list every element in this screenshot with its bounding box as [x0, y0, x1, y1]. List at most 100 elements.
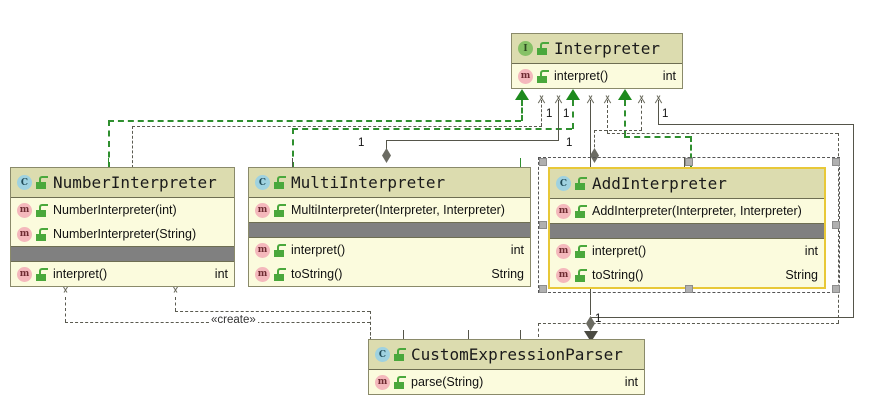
create-dep2-stem: [175, 297, 176, 311]
member-name: MultiInterpreter(Interpreter, Interprete…: [291, 203, 505, 217]
method-icon: m: [375, 374, 390, 390]
member-row[interactable]: m interpret() int: [11, 262, 234, 286]
assoc4-arrowhead: [602, 90, 613, 101]
create-dep2-arrowhead: [170, 287, 181, 298]
class-box-custom-expression-parser[interactable]: C CustomExpressionParser m parse(String)…: [368, 339, 645, 395]
public-lock-icon: [273, 203, 286, 217]
method-icon: m: [556, 203, 571, 219]
constructors-section-multi-interpreter: m MultiInterpreter(Interpreter, Interpre…: [249, 198, 530, 222]
member-row[interactable]: m NumberInterpreter(int): [11, 198, 234, 222]
assoc2-horizontal: [386, 140, 559, 141]
class-icon: C: [556, 176, 571, 191]
public-lock-icon: [273, 176, 286, 189]
class-icon: C: [375, 347, 390, 362]
class-name-interpreter: Interpreter: [554, 39, 660, 58]
member-return-type: int: [662, 69, 676, 83]
methods-section-add-interpreter: m interpret() int m toString() String: [550, 239, 824, 287]
realization-arrowhead-multi: [566, 89, 580, 100]
class-icon: C: [255, 175, 270, 190]
class-box-add-interpreter[interactable]: C AddInterpreter m AddInterpreter(Interp…: [548, 167, 826, 289]
methods-section-number-interpreter: m interpret() int: [11, 262, 234, 286]
assoc6-horizontal: [594, 130, 642, 131]
member-row[interactable]: m interpret() int: [550, 239, 824, 263]
member-name: NumberInterpreter(String): [53, 227, 197, 241]
member-return-type: String: [785, 268, 818, 282]
member-row[interactable]: m interpret() int: [512, 64, 682, 88]
method-icon: m: [255, 202, 270, 218]
assoc6-multiplicity: 1: [566, 137, 573, 149]
member-row[interactable]: m MultiInterpreter(Interpreter, Interpre…: [249, 198, 530, 222]
method-icon: m: [518, 68, 533, 84]
public-lock-icon: [574, 177, 587, 190]
method-icon: m: [255, 242, 270, 258]
assoc3-arrowhead: [585, 90, 596, 101]
public-lock-icon: [35, 203, 48, 217]
class-box-number-interpreter[interactable]: C NumberInterpreter m NumberInterpreter(…: [10, 167, 235, 287]
class-header-multi-interpreter: C MultiInterpreter: [249, 168, 530, 198]
constructors-section-number-interpreter: m NumberInterpreter(int) m NumberInterpr…: [11, 198, 234, 246]
section-separator-bar: [11, 246, 234, 262]
member-return-type: int: [804, 244, 818, 258]
public-lock-icon: [35, 227, 48, 241]
assoc2-riser: [558, 100, 559, 140]
member-name: interpret(): [53, 267, 108, 281]
method-icon: m: [17, 202, 32, 218]
method-icon: m: [556, 267, 571, 283]
member-row[interactable]: m interpret() int: [249, 238, 530, 262]
class-name-multi-interpreter: MultiInterpreter: [291, 173, 446, 192]
class-header-custom-expression-parser: C CustomExpressionParser: [369, 340, 644, 370]
class-header-interpreter: I Interpreter: [512, 34, 682, 64]
section-separator-bar: [550, 223, 824, 239]
parser-top-arrowhead: [584, 331, 598, 342]
assoc4-tail: [538, 323, 839, 324]
assoc2-arrowhead: [553, 90, 564, 101]
selection-handle-middle-right[interactable]: [832, 221, 840, 229]
realization-multi-vertical: [292, 128, 294, 168]
public-lock-icon: [574, 268, 587, 282]
assoc5-horizontal: [658, 124, 853, 125]
selection-handle-top-left[interactable]: [539, 158, 547, 166]
public-lock-icon: [35, 176, 48, 189]
assoc1-arrowhead: [536, 90, 547, 101]
create-dep2-riser: [370, 311, 371, 341]
member-row[interactable]: m AddInterpreter(Interpreter, Interprete…: [550, 199, 824, 223]
number-stub-1: [108, 158, 109, 168]
selection-handle-middle-left[interactable]: [539, 221, 547, 229]
interface-icon: I: [518, 41, 533, 56]
member-row[interactable]: m parse(String) int: [369, 370, 644, 394]
realization-number-horizontal: [108, 120, 521, 122]
assoc6-arrowhead: [636, 90, 647, 101]
member-row[interactable]: m toString() String: [550, 263, 824, 287]
assoc-extra-multiplicity-a: 1: [563, 108, 570, 120]
member-return-type: String: [491, 267, 524, 281]
assoc5-arrowhead: [653, 90, 664, 101]
public-lock-icon: [273, 243, 286, 257]
selection-handle-bottom-left[interactable]: [539, 285, 547, 293]
class-box-interpreter[interactable]: I Interpreter m interpret() int: [511, 33, 683, 89]
class-name-add-interpreter: AddInterpreter: [592, 174, 727, 193]
selection-handle-bottom-center[interactable]: [685, 285, 693, 293]
class-name-number-interpreter: NumberInterpreter: [53, 173, 217, 192]
class-box-multi-interpreter[interactable]: C MultiInterpreter m MultiInterpreter(In…: [248, 167, 531, 287]
class-icon: C: [17, 175, 32, 190]
public-lock-icon: [574, 204, 587, 218]
member-name: interpret(): [592, 244, 647, 258]
composition-diamond-add: [590, 148, 599, 163]
member-row[interactable]: m NumberInterpreter(String): [11, 222, 234, 246]
selection-handle-bottom-right[interactable]: [832, 285, 840, 293]
assoc3-multiplicity: 1: [595, 313, 602, 325]
realization-add-riser: [624, 100, 626, 137]
public-lock-icon: [35, 267, 48, 281]
selection-handle-top-center[interactable]: [685, 158, 693, 166]
assoc4-end: [538, 323, 539, 348]
assoc5-riser: [658, 100, 659, 124]
assoc1-riser: [541, 100, 542, 126]
selection-handle-top-right[interactable]: [832, 158, 840, 166]
constructors-section-add-interpreter: m AddInterpreter(Interpreter, Interprete…: [550, 199, 824, 223]
class-header-add-interpreter: C AddInterpreter: [550, 169, 824, 199]
member-row[interactable]: m toString() String: [249, 262, 530, 286]
member-name: toString(): [592, 268, 644, 282]
method-icon: m: [17, 266, 32, 282]
member-return-type: int: [624, 375, 638, 389]
